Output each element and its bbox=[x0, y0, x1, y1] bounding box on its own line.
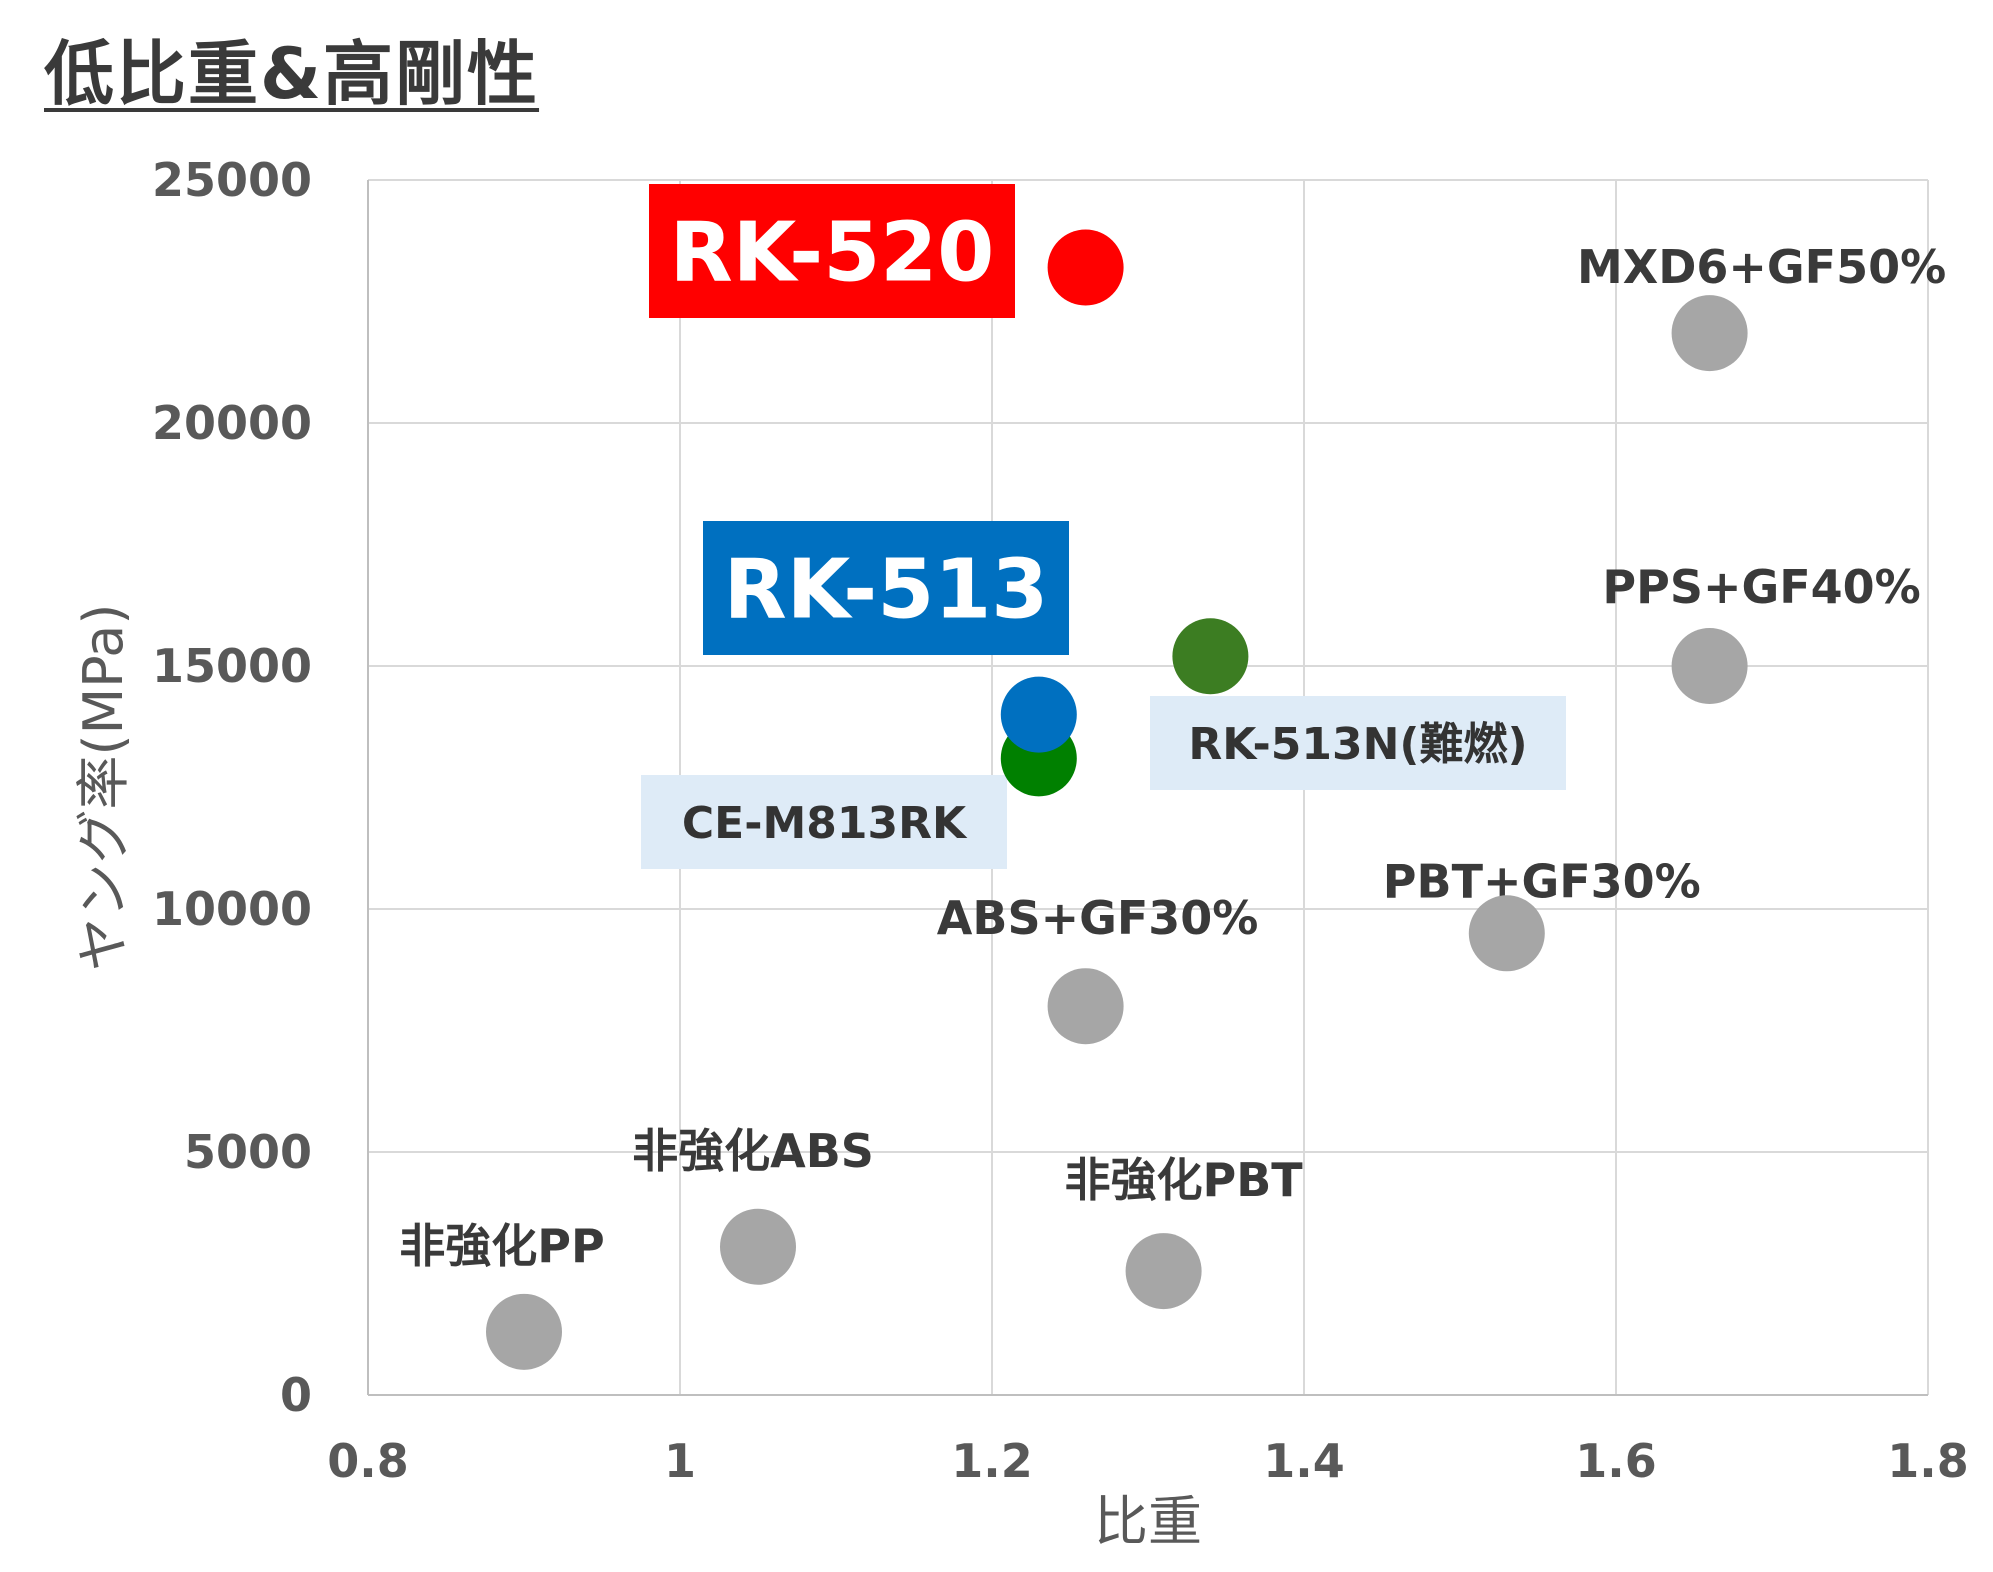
x-tick-label: 1.2 bbox=[951, 1434, 1033, 1488]
y-axis-title: ヤング率(MPa) bbox=[72, 604, 135, 972]
y-tick-label: 0 bbox=[280, 1368, 312, 1422]
data-point bbox=[1671, 295, 1748, 372]
x-tick-label: 1.8 bbox=[1887, 1434, 1969, 1488]
x-axis-title: 比重 bbox=[1094, 1490, 1202, 1553]
data-point bbox=[1671, 628, 1748, 704]
x-tick-label: 1.4 bbox=[1263, 1434, 1345, 1488]
highlight-label-text: RK-520 bbox=[670, 206, 995, 301]
data-point bbox=[1172, 618, 1249, 695]
data-point bbox=[1047, 229, 1124, 306]
y-tick-label: 10000 bbox=[152, 882, 312, 936]
highlight-label-text: RK-513 bbox=[724, 543, 1049, 638]
point-label: ABS+GF30% bbox=[937, 891, 1259, 945]
point-label: MXD6+GF50% bbox=[1577, 240, 1946, 294]
point-label: PBT+GF30% bbox=[1383, 854, 1701, 908]
x-tick-label: 0.8 bbox=[327, 1434, 409, 1488]
x-tick-label: 1 bbox=[664, 1434, 696, 1488]
y-tick-label: 25000 bbox=[152, 153, 312, 207]
data-point bbox=[486, 1293, 562, 1370]
point-label: 非強化ABS bbox=[632, 1124, 874, 1178]
boxed-label-bg bbox=[1150, 696, 1566, 790]
data-point bbox=[1047, 968, 1124, 1045]
data-point bbox=[1000, 676, 1077, 753]
boxed-label-text: RK-513N(難燃) bbox=[1188, 719, 1527, 770]
y-tick-label: 5000 bbox=[184, 1125, 312, 1179]
data-point bbox=[720, 1208, 796, 1285]
boxed-label-text: CE-M813RK bbox=[682, 798, 968, 849]
data-point bbox=[1125, 1233, 1202, 1310]
point-label: 非強化PBT bbox=[1065, 1153, 1304, 1207]
boxed-label-bg bbox=[641, 775, 1007, 869]
page-title: 低比重&高剛性 bbox=[44, 33, 540, 115]
x-tick-label: 1.6 bbox=[1575, 1434, 1657, 1488]
data-point bbox=[1468, 895, 1545, 972]
y-tick-label: 15000 bbox=[152, 639, 312, 693]
point-label: PPS+GF40% bbox=[1602, 560, 1920, 614]
point-label: 非強化PP bbox=[399, 1219, 604, 1273]
highlight-label-box bbox=[703, 521, 1069, 655]
y-tick-label: 20000 bbox=[152, 396, 312, 450]
highlight-label-box bbox=[649, 184, 1015, 318]
